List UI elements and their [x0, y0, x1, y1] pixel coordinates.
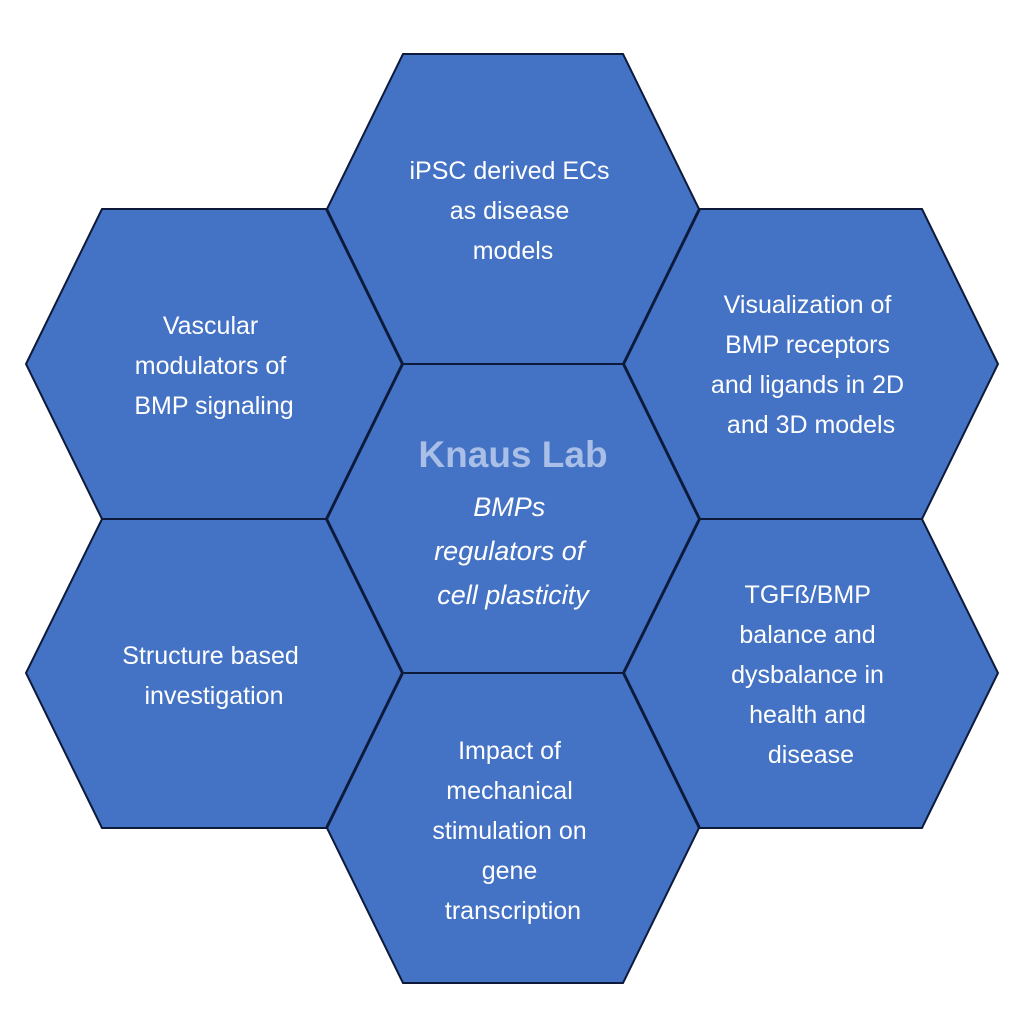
hex-visualization-line-1: Visualization of: [724, 291, 892, 319]
hex-visualization-line-3: and ligands in 2D: [711, 371, 904, 399]
hex-tgfb-line-1: TGFß/BMP: [745, 581, 871, 609]
hex-vascular-line-2: modulators of: [135, 352, 287, 380]
hex-mechanical-line-3: stimulation on: [432, 817, 586, 845]
hex-tgfb-line-5: disease: [768, 741, 854, 769]
hex-center-shape: [325, 363, 701, 674]
hex-tgfb-line-4: health and: [749, 701, 866, 729]
center-subtitle-line-3: cell plasticity: [437, 580, 590, 610]
hex-ipsc-line-3: models: [473, 237, 554, 265]
hex-mechanical-line-2: mechanical: [446, 777, 572, 805]
hex-ipsc-text: iPSC derived ECs as disease models: [409, 157, 616, 265]
hex-vascular: Vascular modulators of BMP signaling: [24, 208, 404, 520]
center-title: Knaus Lab: [418, 434, 607, 475]
hex-vascular-line-1: Vascular: [163, 312, 258, 340]
hex-visualization-text: Visualization of BMP receptors and ligan…: [711, 291, 911, 439]
hex-mechanical-line-1: Impact of: [458, 737, 561, 765]
hex-mechanical-line-4: gene: [482, 857, 538, 885]
hex-ipsc: iPSC derived ECs as disease models: [325, 53, 701, 365]
hex-ipsc-line-2: as disease: [450, 197, 570, 225]
hex-ipsc-line-1: iPSC derived ECs: [409, 157, 609, 185]
hex-tgfb-text: TGFß/BMP balance and dysbalance in healt…: [731, 581, 891, 769]
hex-tgfb-line-3: dysbalance in: [731, 661, 884, 689]
hex-mechanical: Impact of mechanical stimulation on gene…: [325, 672, 701, 984]
hex-visualization-line-2: BMP receptors: [725, 331, 890, 359]
hex-structure-line-2: investigation: [145, 682, 284, 710]
hex-visualization: Visualization of BMP receptors and ligan…: [622, 208, 1000, 520]
hex-structure: Structure based investigation: [24, 518, 404, 829]
hex-structure-line-1: Structure based: [122, 642, 299, 670]
hex-tgfb-line-2: balance and: [739, 621, 875, 649]
hex-visualization-shape: [622, 208, 1000, 520]
hex-vascular-line-3: BMP signaling: [134, 392, 293, 420]
hex-structure-shape: [24, 518, 404, 829]
center-subtitle-line-1: BMPs: [473, 492, 545, 522]
center-subtitle-line-2: regulators of: [434, 536, 587, 566]
hex-mechanical-text: Impact of mechanical stimulation on gene…: [432, 737, 593, 925]
center-subtitle: BMPs regulators of cell plasticity: [434, 492, 592, 610]
hex-structure-text: Structure based investigation: [122, 642, 305, 710]
hex-vascular-text: Vascular modulators of BMP signaling: [134, 312, 293, 420]
hex-center: Knaus Lab BMPs regulators of cell plasti…: [325, 363, 701, 674]
hex-mechanical-line-5: transcription: [445, 897, 581, 925]
hex-tgfb: TGFß/BMP balance and dysbalance in healt…: [622, 518, 1000, 829]
hex-visualization-line-4: and 3D models: [727, 411, 895, 439]
